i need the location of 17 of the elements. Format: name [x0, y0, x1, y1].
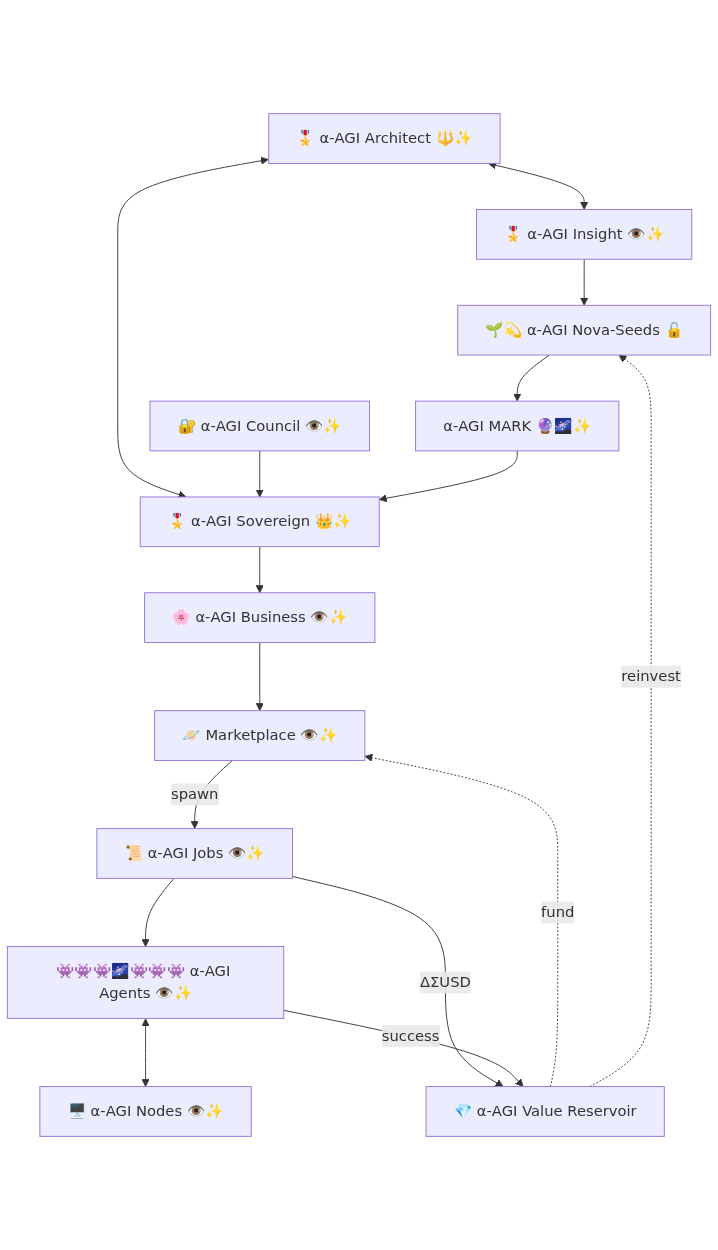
node-box: 🌸 α-AGI Business 👁✨: [144, 592, 376, 643]
node-box: 🎖 α-AGI Architect 🔱✨: [268, 113, 501, 164]
edge-label: spawn: [170, 785, 219, 803]
edge-label: reinvest: [621, 667, 681, 685]
edge-label: ΔΣUSD: [419, 973, 471, 991]
node-box: 📜 α-AGI Jobs 👁✨: [96, 828, 293, 879]
node-box: 💎 α-AGI Value Reservoir: [425, 1086, 665, 1137]
edge-label: success: [381, 1026, 440, 1045]
node-box: 🖥 α-AGI Nodes 👁✨: [39, 1086, 252, 1137]
node-box: 🎖 α-AGI Insight 👁✨: [476, 209, 693, 260]
edge-label: fund: [541, 903, 575, 921]
node-box: 🪐 Marketplace 👁✨: [154, 710, 366, 761]
node-box: 🔐 α-AGI Council 👁✨: [149, 400, 370, 452]
node-box: 👾👾👾🌌👾👾👾 α-AGI Agents 👁✨: [6, 946, 285, 1019]
node-box: 🎖 α-AGI Sovereign 👑✨: [139, 496, 380, 548]
node-box: 🌱💫 α-AGI Nova-Seeds 🔓: [457, 304, 712, 356]
node-box: α-AGI MARK 🔮🌌✨: [415, 400, 620, 452]
